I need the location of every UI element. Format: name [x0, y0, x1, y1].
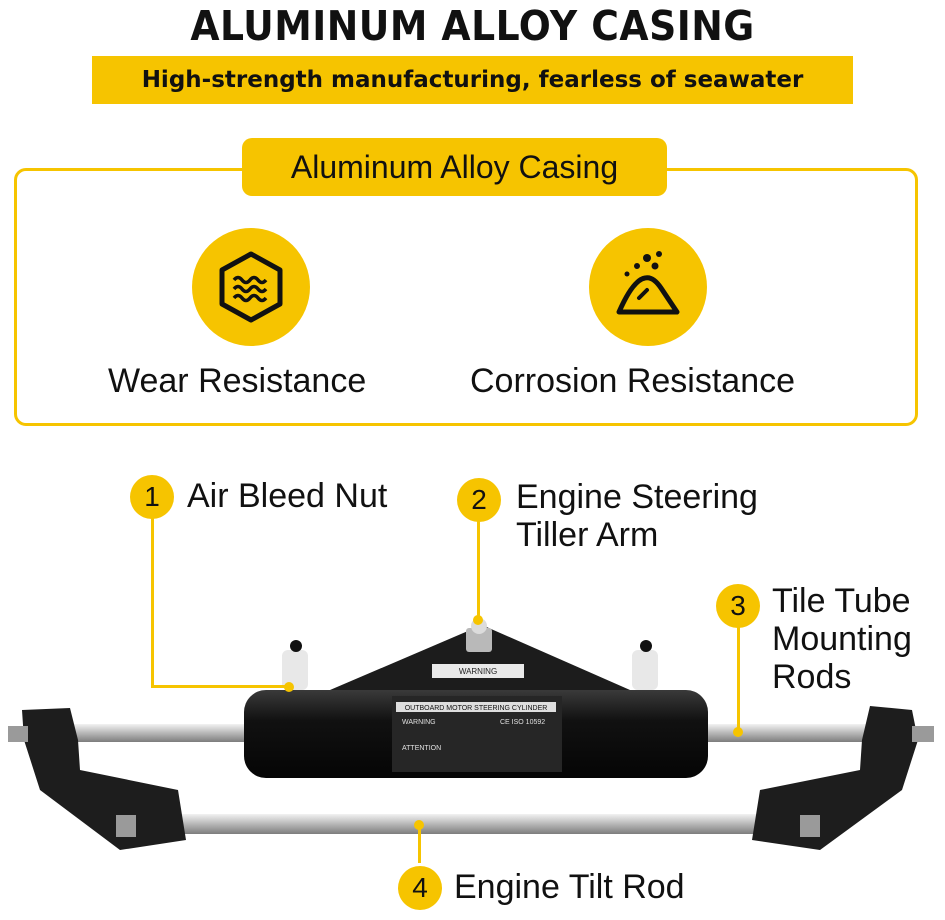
cylinder-label-ce: CE ISO 10592 [500, 719, 545, 726]
callout-line-1-horizontal [151, 685, 289, 688]
callout-3-line-2: Mounting [772, 620, 912, 658]
callout-dot-1 [284, 682, 294, 692]
callout-number-4: 4 [398, 866, 442, 910]
callout-number-1: 1 [130, 475, 174, 519]
steering-cylinder-illustration: WARNING OUTBOARD MOTOR STEERING CYLINDER… [8, 618, 934, 850]
callout-label-1: Air Bleed Nut [187, 477, 387, 515]
callout-3-line-3: Rods [772, 658, 852, 696]
callout-line-2 [477, 519, 480, 619]
tilt-rod [130, 814, 810, 834]
callout-dot-2 [473, 615, 483, 625]
callout-1-line-1: Air Bleed Nut [187, 477, 388, 515]
callout-2-line-1: Engine Steering [516, 478, 758, 516]
callout-label-3: Tile Tube Mounting Rods [772, 582, 912, 696]
corrosion-resistance-icon [589, 228, 707, 346]
callout-number-2: 2 [457, 478, 501, 522]
callout-line-3 [737, 625, 740, 730]
callout-line-4 [418, 825, 421, 863]
plate-warning-text: WARNING [459, 667, 497, 676]
cylinder-label-warning: WARNING [402, 719, 436, 726]
feature-box-label: Aluminum Alloy Casing [242, 138, 667, 196]
callout-dot-3 [733, 727, 743, 737]
callout-3-line-1: Tile Tube [772, 582, 911, 620]
callout-dot-4 [414, 820, 424, 830]
left-bracket [22, 708, 186, 850]
right-bracket [752, 706, 918, 850]
wear-resistance-icon [192, 228, 310, 346]
cylinder-label-attention: ATTENTION [402, 745, 441, 752]
callout-label-4: Engine Tilt Rod [454, 868, 685, 906]
callout-4-line-1: Engine Tilt Rod [454, 868, 685, 906]
feature-label-wear: Wear Resistance [108, 362, 367, 400]
feature-label-corrosion: Corrosion Resistance [470, 362, 796, 400]
cylinder-label-title: OUTBOARD MOTOR STEERING CYLINDER [405, 705, 548, 712]
callout-number-3: 3 [716, 584, 760, 628]
subtitle-banner: High-strength manufacturing, fearless of… [92, 56, 853, 104]
callout-line-1 [151, 514, 154, 686]
page-title: ALUMINUM ALLOY CASING [190, 2, 755, 50]
callout-label-2: Engine Steering Tiller Arm [516, 478, 758, 554]
callout-2-line-2: Tiller Arm [516, 516, 659, 554]
subtitle: High-strength manufacturing, fearless of… [141, 67, 804, 93]
